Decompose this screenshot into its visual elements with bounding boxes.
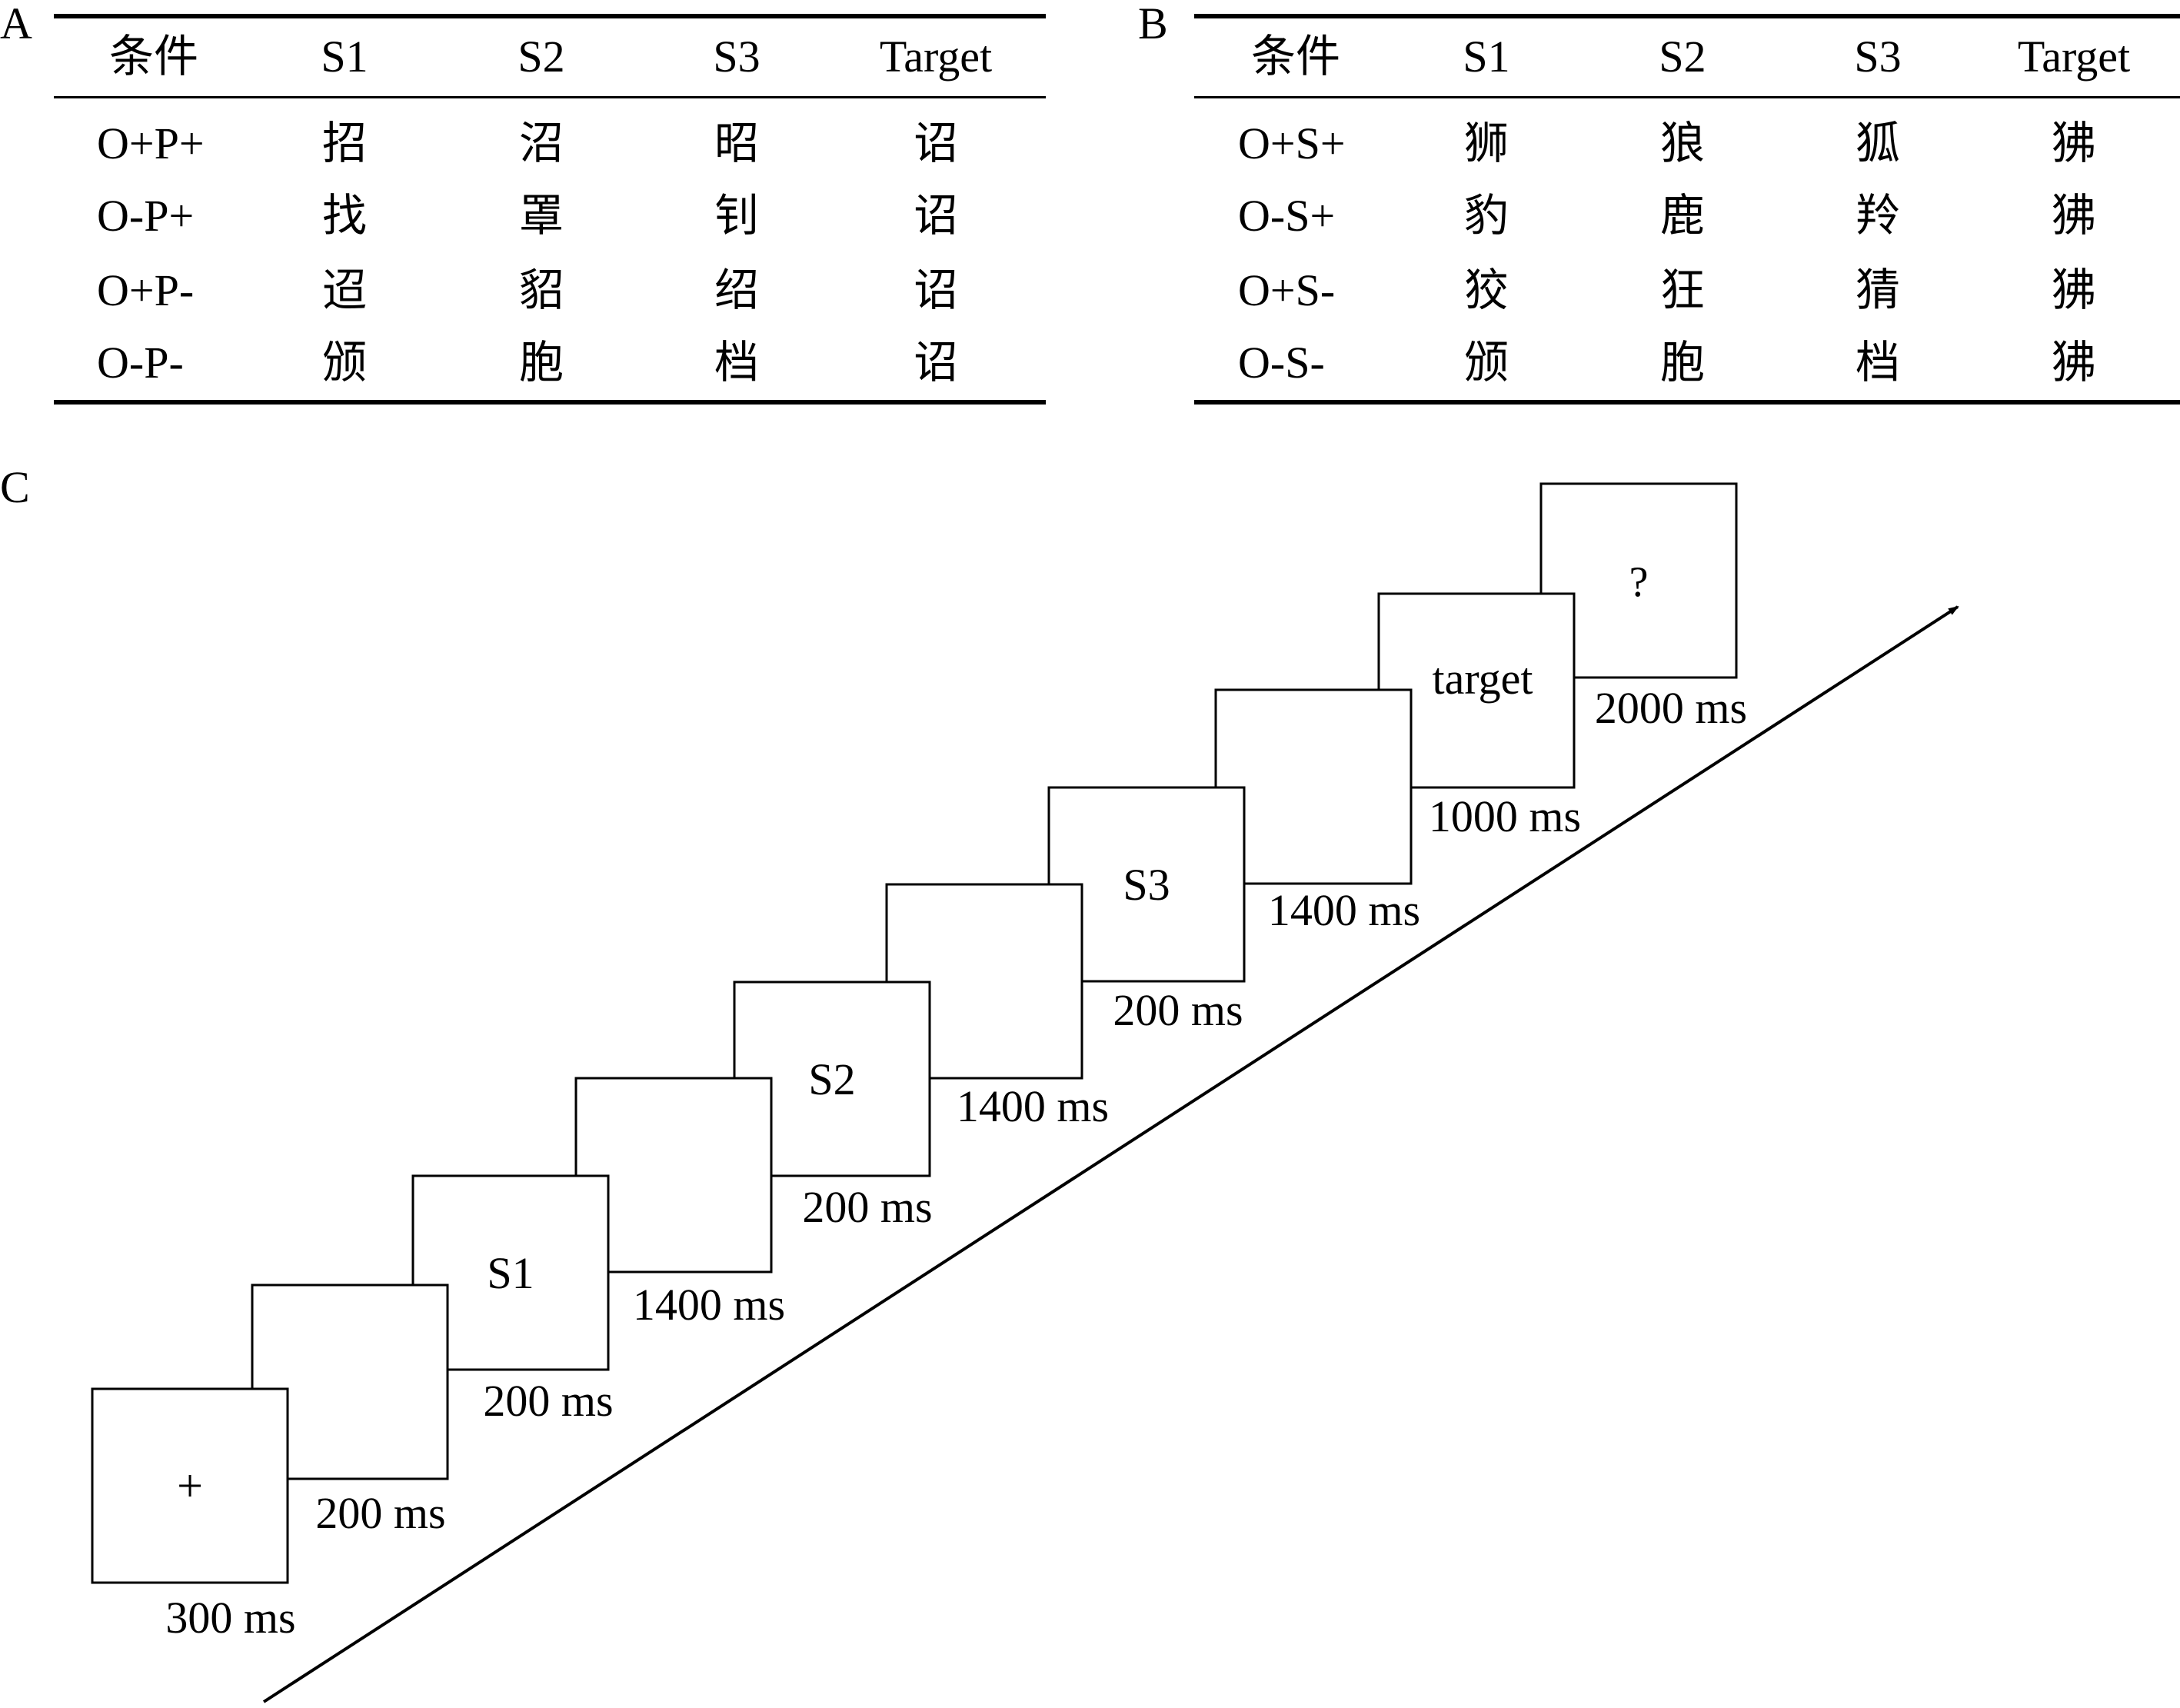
header-target: Target bbox=[2017, 32, 2131, 82]
condition-cell: O-S+ bbox=[1238, 191, 1336, 241]
s1-cell: 豹 bbox=[1463, 191, 1509, 241]
s1-cell: 狮 bbox=[1463, 118, 1509, 168]
duration-label: 200 ms bbox=[802, 1182, 932, 1232]
target-cell: 诏 bbox=[913, 265, 959, 315]
header-s2: S2 bbox=[1659, 32, 1706, 82]
header-rule bbox=[54, 96, 1046, 98]
s3-cell: 狐 bbox=[1855, 118, 1901, 168]
s3-cell: 绍 bbox=[714, 265, 760, 315]
condition-cell: O+P+ bbox=[97, 118, 205, 168]
display-frame bbox=[1214, 688, 1413, 885]
header-condition: 条件 bbox=[108, 32, 199, 82]
s1-cell: 颁 bbox=[1463, 338, 1509, 388]
target-cell: 诏 bbox=[913, 118, 959, 168]
frame-label: + bbox=[177, 1460, 203, 1511]
duration-label: 200 ms bbox=[483, 1376, 613, 1426]
s2-cell: 貂 bbox=[518, 265, 564, 315]
s2-cell: 罩 bbox=[518, 191, 564, 241]
s1-cell: 找 bbox=[321, 191, 368, 241]
target-cell: 狒 bbox=[2051, 191, 2097, 241]
s2-cell: 狂 bbox=[1659, 265, 1706, 315]
s2-cell: 胞 bbox=[518, 338, 564, 388]
target-cell: 狒 bbox=[2051, 265, 2097, 315]
header-target: Target bbox=[879, 32, 993, 82]
condition-cell: O-P+ bbox=[97, 191, 195, 241]
stimulus-table-a: 条件 S1 S2 S3 Target O+P+ 招 沼 昭 诏 O-P+ 找 罩… bbox=[54, 0, 1046, 415]
s3-cell: 钊 bbox=[714, 191, 760, 241]
header-condition: 条件 bbox=[1250, 32, 1341, 82]
s3-cell: 羚 bbox=[1855, 191, 1901, 241]
duration-label: 2000 ms bbox=[1595, 683, 1747, 733]
header-s3: S3 bbox=[713, 32, 761, 82]
frame-label: ? bbox=[1629, 558, 1649, 606]
s2-cell: 鹿 bbox=[1659, 191, 1706, 241]
top-rule bbox=[1194, 14, 2180, 18]
s3-cell: 档 bbox=[714, 338, 760, 388]
s3-cell: 档 bbox=[1855, 338, 1901, 388]
condition-cell: O-P- bbox=[97, 338, 184, 388]
condition-cell: O-S- bbox=[1238, 338, 1325, 388]
frame-label: S1 bbox=[487, 1248, 534, 1298]
s1-cell: 招 bbox=[321, 118, 368, 168]
header-s1: S1 bbox=[321, 32, 368, 82]
s2-cell: 狼 bbox=[1659, 118, 1706, 168]
s1-cell: 狡 bbox=[1463, 265, 1509, 315]
duration-label: 200 ms bbox=[1113, 985, 1243, 1035]
display-frame bbox=[91, 1387, 289, 1584]
duration-label: 1000 ms bbox=[1429, 791, 1581, 841]
s2-cell: 胞 bbox=[1659, 338, 1706, 388]
s2-cell: 沼 bbox=[518, 118, 564, 168]
header-s3: S3 bbox=[1854, 32, 1902, 82]
stimulus-table-b: 条件 S1 S2 S3 Target O+S+ 狮 狼 狐 狒 O-S+ 豹 鹿… bbox=[1194, 0, 2180, 415]
condition-cell: O+P- bbox=[97, 265, 195, 315]
panel-label-b: B bbox=[1138, 0, 1168, 48]
duration-label: 1400 ms bbox=[957, 1081, 1109, 1131]
s1-cell: 迢 bbox=[321, 265, 368, 315]
s3-cell: 猜 bbox=[1855, 265, 1901, 315]
target-cell: 狒 bbox=[2051, 338, 2097, 388]
header-rule bbox=[1194, 96, 2180, 98]
top-rule bbox=[54, 14, 1046, 18]
time-arrow bbox=[262, 605, 1959, 1703]
frame-label: S3 bbox=[1123, 860, 1170, 910]
duration-label: 300 ms bbox=[165, 1593, 295, 1643]
s1-cell: 颁 bbox=[321, 338, 368, 388]
duration-label: 200 ms bbox=[315, 1488, 445, 1538]
target-cell: 狒 bbox=[2051, 118, 2097, 168]
panel-label-c: C bbox=[0, 462, 30, 512]
condition-cell: O+S+ bbox=[1238, 118, 1346, 168]
frame-label: S2 bbox=[808, 1054, 855, 1104]
duration-label: 1400 ms bbox=[633, 1280, 785, 1330]
bottom-rule bbox=[1194, 400, 2180, 405]
header-s2: S2 bbox=[518, 32, 565, 82]
panel-label-a: A bbox=[0, 0, 32, 48]
target-cell: 诏 bbox=[913, 191, 959, 241]
s3-cell: 昭 bbox=[714, 118, 760, 168]
duration-label: 1400 ms bbox=[1268, 885, 1420, 935]
frame-label: target bbox=[1433, 654, 1533, 704]
target-cell: 诏 bbox=[913, 338, 959, 388]
condition-cell: O+S- bbox=[1238, 265, 1336, 315]
header-s1: S1 bbox=[1463, 32, 1510, 82]
bottom-rule bbox=[54, 400, 1046, 405]
